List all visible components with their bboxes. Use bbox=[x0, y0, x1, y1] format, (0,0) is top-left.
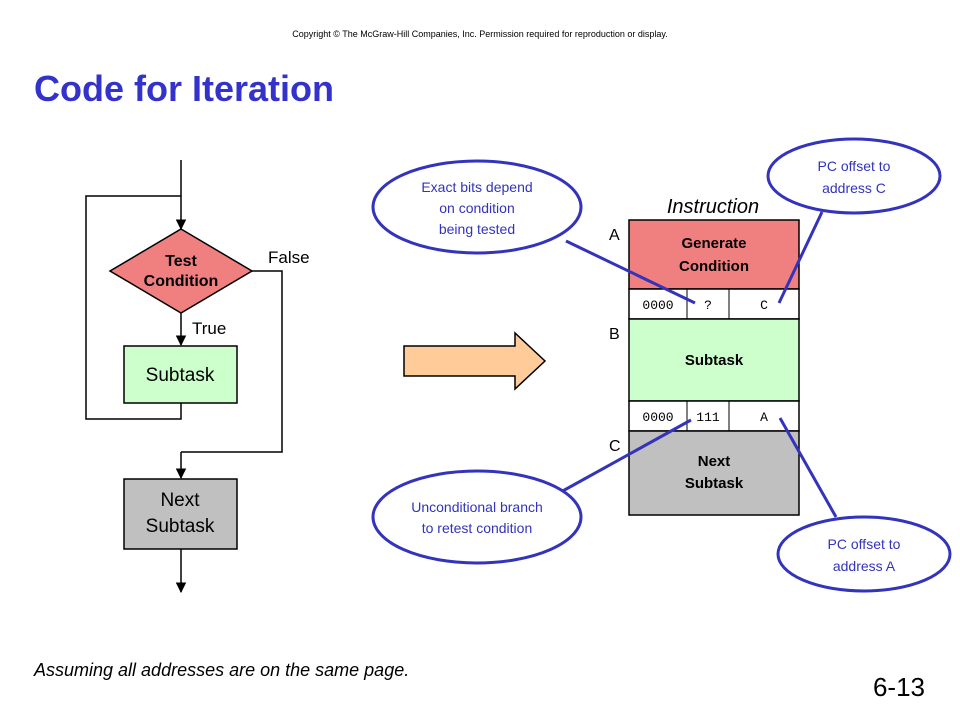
callout-unconditional: Unconditional branch to retest condition bbox=[371, 469, 583, 565]
flow-subtask-box bbox=[123, 345, 238, 404]
callout-unconditional-line2: to retest condition bbox=[422, 520, 533, 536]
connector-pc-offset-a bbox=[778, 417, 838, 518]
branch2-condition: 111 bbox=[696, 410, 720, 425]
callout-exact-bits-line1: Exact bits depend bbox=[421, 179, 532, 195]
slide-number: 6-13 bbox=[872, 672, 925, 702]
flow-next-line1: Next bbox=[160, 490, 200, 511]
branch2-opcode: 0000 bbox=[642, 410, 673, 425]
branch-instruction-1 bbox=[628, 288, 800, 320]
callout-pc-offset-c-line1: PC offset to bbox=[818, 158, 891, 174]
footnote: Assuming all addresses are on the same p… bbox=[34, 660, 410, 680]
callout-pc-offset-a-line2: address A bbox=[833, 558, 896, 574]
generate-condition-box bbox=[628, 219, 800, 290]
flow-loopback-line bbox=[85, 195, 182, 420]
test-condition-line1: Test bbox=[165, 253, 197, 270]
address-label-a: A bbox=[609, 227, 620, 244]
connector-exact-bits bbox=[565, 239, 696, 305]
callout-pc-offset-c: PC offset to address C bbox=[766, 137, 942, 215]
true-label: True bbox=[192, 319, 226, 338]
instruction-column: Instruction A B C Generate Condition 000… bbox=[609, 196, 800, 516]
page-title: Code for Iteration bbox=[34, 68, 335, 109]
callout-pc-offset-a: PC offset to address A bbox=[776, 515, 952, 593]
false-label: False bbox=[268, 248, 310, 267]
flow-next-line2: Subtask bbox=[146, 516, 215, 537]
flow-false-line bbox=[181, 270, 283, 453]
flow-subtask-label: Subtask bbox=[146, 365, 215, 386]
callout-exact-bits: Exact bits depend on condition being tes… bbox=[371, 159, 583, 255]
callout-exact-bits-line3: being tested bbox=[439, 221, 515, 237]
branch1-condition: ? bbox=[704, 298, 712, 313]
connector-pc-offset-c bbox=[777, 211, 824, 304]
callout-pc-offset-a-line1: PC offset to bbox=[828, 536, 901, 552]
address-label-c: C bbox=[609, 438, 621, 455]
connector-unconditional bbox=[549, 418, 692, 500]
address-label-b: B bbox=[609, 326, 620, 343]
test-condition-line2: Condition bbox=[144, 273, 219, 290]
instruction-next-line2: Subtask bbox=[685, 475, 744, 492]
flow-next-subtask-box bbox=[123, 478, 238, 550]
branch1-opcode: 0000 bbox=[642, 298, 673, 313]
branch2-target: A bbox=[760, 410, 768, 425]
instruction-header: Instruction bbox=[667, 196, 759, 218]
copyright-notice: Copyright © The McGraw-Hill Companies, I… bbox=[292, 29, 668, 39]
instruction-next-line1: Next bbox=[698, 453, 731, 470]
callout-pc-offset-c-line2: address C bbox=[822, 180, 886, 196]
instruction-next-subtask-box bbox=[628, 430, 800, 516]
generate-line1: Generate bbox=[681, 235, 746, 252]
callout-unconditional-line1: Unconditional branch bbox=[411, 499, 543, 515]
instruction-subtask-box bbox=[628, 318, 800, 402]
generate-line2: Condition bbox=[679, 258, 749, 275]
branch-instruction-2 bbox=[628, 400, 800, 432]
callout-connectors bbox=[549, 211, 838, 518]
flowchart: Test Condition False True Subtask Next S… bbox=[85, 160, 310, 594]
branch1-target: C bbox=[760, 298, 768, 313]
test-condition-diamond bbox=[108, 228, 254, 314]
instruction-subtask-label: Subtask bbox=[685, 352, 744, 369]
callout-exact-bits-line2: on condition bbox=[439, 200, 515, 216]
transform-arrow bbox=[403, 331, 547, 391]
